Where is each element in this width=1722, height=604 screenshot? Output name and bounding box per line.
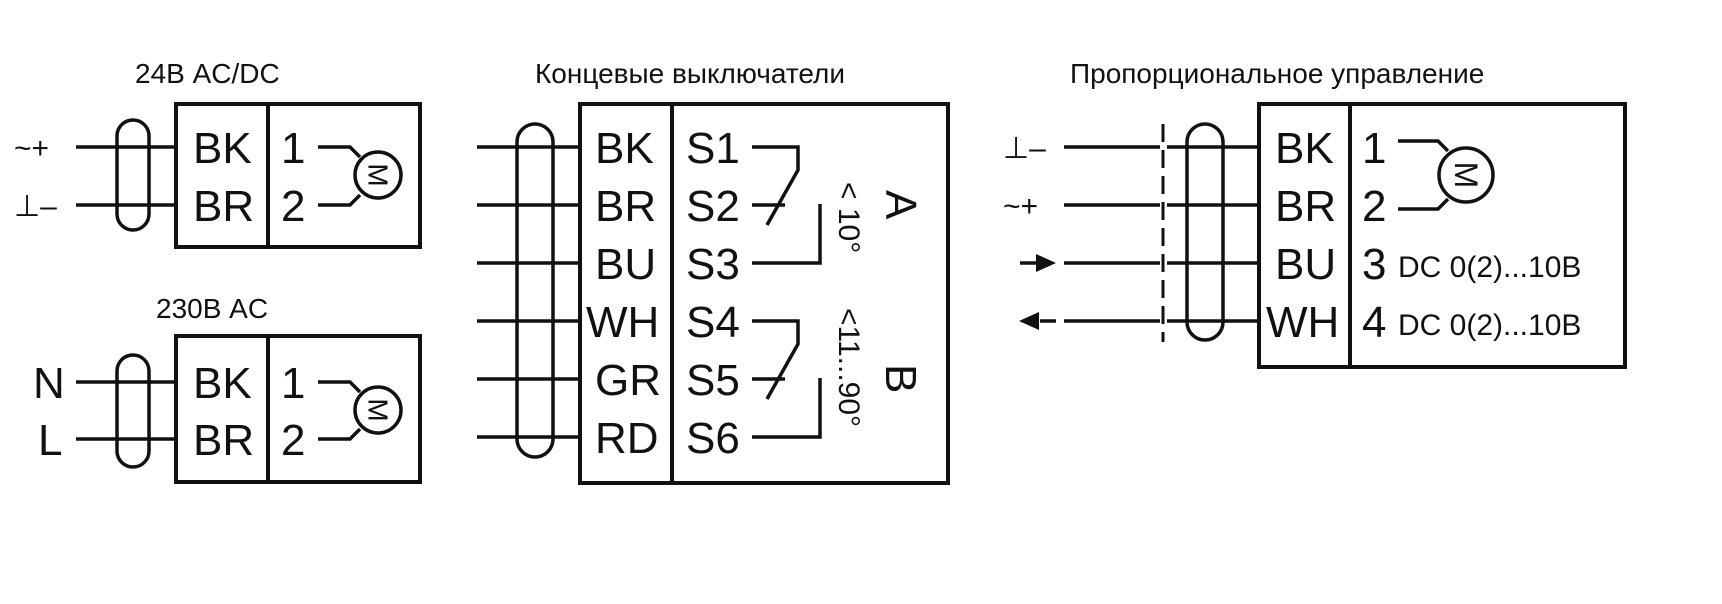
title-limit-switches: Концевые выключатели: [535, 58, 845, 89]
signal-in-arrow-icon: [1020, 254, 1056, 272]
pin-4: 4: [1362, 298, 1386, 347]
switch-b-icon: [752, 319, 822, 439]
wire-color-bu: BU: [1275, 240, 1336, 289]
svg-text:M: M: [1448, 162, 1484, 189]
motor-lead: [1398, 197, 1450, 211]
switch-b-label: B: [876, 364, 925, 393]
diagram-proportional: Пропорциональное управление ⊥– ~+ BK BR …: [1003, 58, 1627, 369]
pin-s3: S3: [686, 240, 740, 289]
pin-1: 1: [281, 359, 305, 408]
svg-text:M: M: [363, 398, 394, 421]
wire-color-rd: RD: [595, 414, 659, 463]
title-proportional: Пропорциональное управление: [1070, 58, 1484, 89]
wire-color-br: BR: [595, 182, 656, 231]
motor-lead: [318, 193, 362, 207]
title-24v: 24В AC/DC: [135, 58, 280, 89]
input-label-ac-plus: ~+: [1003, 190, 1038, 223]
wire-color-bk: BK: [193, 359, 252, 408]
input-label-ground-minus: ⊥–: [1003, 132, 1046, 165]
motor-lead: [1398, 139, 1450, 153]
switch-a-angle: < 10°: [832, 182, 865, 253]
motor-icon: M: [1437, 146, 1495, 204]
diagram-230v: 230В AC N L BK BR 1 2 M: [33, 293, 422, 484]
signal-label-pin-4: DC 0(2)...10В: [1398, 309, 1581, 342]
pin-3: 3: [1362, 240, 1386, 289]
motor-icon: M: [353, 385, 403, 435]
terminal-box: [174, 334, 422, 484]
motor-lead: [318, 380, 362, 394]
wire-lines: [1064, 145, 1259, 323]
pin-s4: S4: [686, 298, 740, 347]
input-label-ground-minus: ⊥–: [14, 190, 57, 223]
svg-text:M: M: [363, 163, 394, 186]
pin-s2: S2: [686, 182, 740, 231]
cable-bundle-icon: [115, 118, 151, 232]
wire-color-bk: BK: [1275, 124, 1334, 173]
motor-lead: [318, 145, 362, 159]
switch-a-label: A: [876, 190, 925, 220]
wire-color-bk: BK: [193, 124, 252, 173]
pin-1: 1: [1362, 124, 1386, 173]
wire-color-gr: GR: [595, 356, 661, 405]
diagram-24v: 24В AC/DC ~+ ⊥– BK BR 1 2 M: [14, 58, 422, 249]
cable-bundle-icon: [515, 122, 555, 459]
wire-color-bu: BU: [595, 240, 656, 289]
cable-bundle-icon: [1185, 122, 1225, 342]
terminal-box: [578, 102, 950, 485]
input-label-neutral: N: [33, 359, 65, 408]
wire-color-bk: BK: [595, 124, 654, 173]
pin-2: 2: [1362, 182, 1386, 231]
pin-s1: S1: [686, 124, 740, 173]
input-label-ac-plus: ~+: [14, 132, 49, 165]
cable-bundle-icon: [115, 353, 151, 469]
signal-label-pin-3: DC 0(2)...10В: [1398, 251, 1581, 284]
diagram-limit-switches: Концевые выключатели BK BR BU WH GR RD S…: [477, 58, 950, 485]
switch-b-angle: <11...90°: [832, 308, 865, 427]
terminal-box: [1257, 102, 1627, 369]
terminal-box: [174, 102, 422, 249]
wire-color-wh: WH: [1266, 298, 1339, 347]
pin-2: 2: [281, 182, 305, 231]
wire-color-wh: WH: [586, 298, 659, 347]
switch-a-icon: [752, 145, 822, 265]
pin-s6: S6: [686, 414, 740, 463]
wire-lines: [477, 145, 580, 439]
wire-color-br: BR: [193, 182, 254, 231]
motor-icon: M: [353, 150, 403, 200]
motor-lead: [318, 427, 362, 441]
input-label-line: L: [38, 416, 62, 465]
pin-1: 1: [281, 124, 305, 173]
pin-2: 2: [281, 416, 305, 465]
wire-color-br: BR: [193, 416, 254, 465]
signal-out-arrow-icon: [1019, 312, 1056, 330]
title-230v: 230В AC: [156, 293, 268, 324]
pin-s5: S5: [686, 356, 740, 405]
wire-color-br: BR: [1275, 182, 1336, 231]
